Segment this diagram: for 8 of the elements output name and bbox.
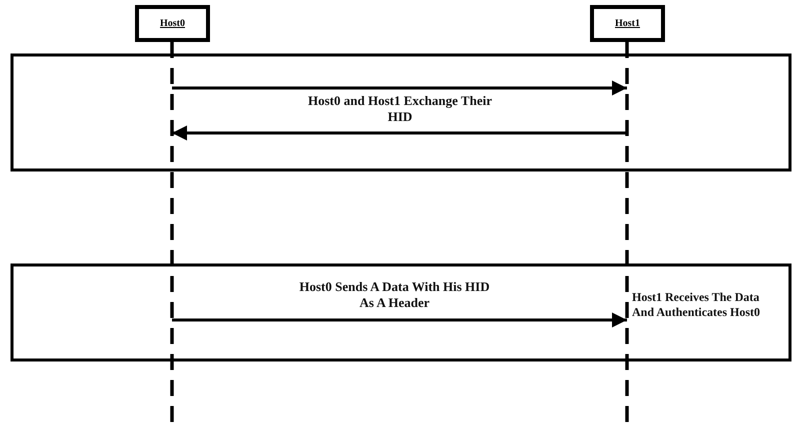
note-text: Host1 Receives The Data And Authenticates Host0 <box>632 290 762 320</box>
lifeline-head: Host1 <box>590 5 665 42</box>
message-label: Host0 Sends A Data With His HID As A Header <box>298 279 491 311</box>
message-arrow <box>172 126 627 140</box>
message-arrow <box>172 312 627 328</box>
lifeline-head: Host0 <box>135 5 210 42</box>
message-label: Host0 and Host1 Exchange Their HID <box>307 93 493 125</box>
message-arrow <box>172 80 627 96</box>
